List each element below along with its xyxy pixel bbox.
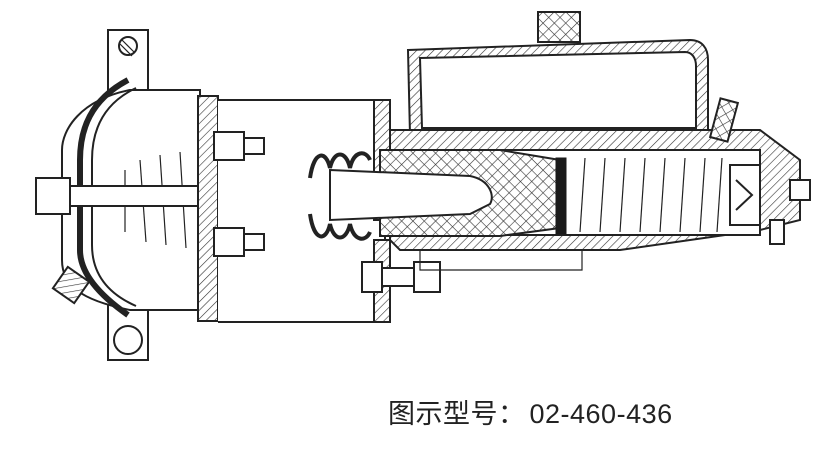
fluid-reservoir <box>406 11 709 136</box>
outlet-check-valve <box>708 97 811 245</box>
model-caption: 图示型号：02-460-436 <box>388 392 673 431</box>
brake-booster-cross-section <box>35 11 811 361</box>
rubber-boot <box>308 151 372 241</box>
caption-label: 图示型号： <box>388 399 526 430</box>
reference-line <box>419 250 583 271</box>
mounting-bolts <box>213 131 441 293</box>
piston <box>329 149 567 237</box>
model-number: 02-460-436 <box>529 399 673 429</box>
cylinder-spring <box>579 157 723 233</box>
